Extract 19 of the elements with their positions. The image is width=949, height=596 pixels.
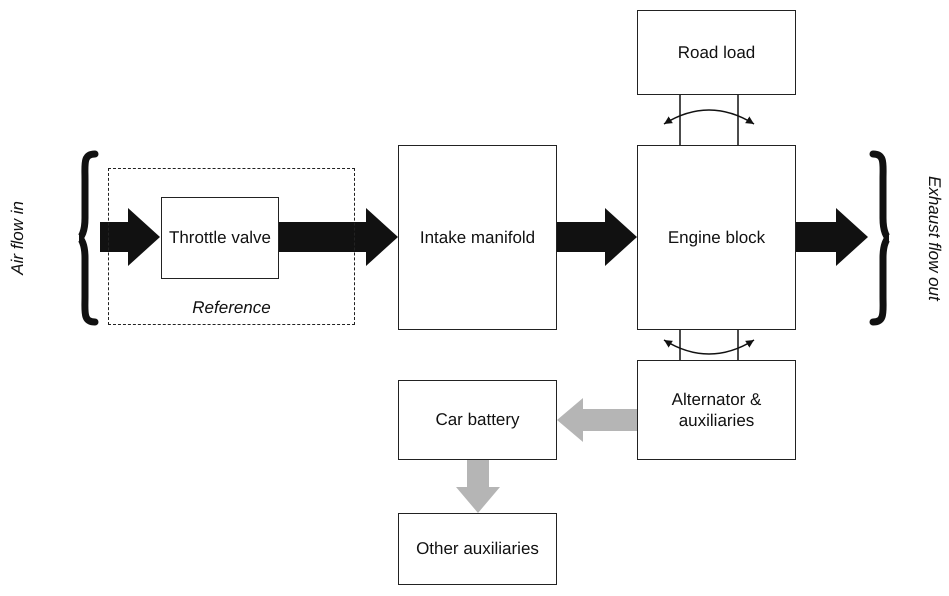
process-box: Throttle valve [161, 197, 279, 279]
reference-dashed-box [108, 168, 355, 325]
shaft-connector [679, 329, 739, 361]
block-arrow [456, 460, 500, 513]
process-box: Other auxiliaries [398, 513, 557, 585]
block-arrow [796, 208, 868, 266]
block-arrow [557, 208, 637, 266]
process-box: Alternator & auxiliaries [637, 360, 796, 460]
process-box: Car battery [398, 380, 557, 460]
process-box: Road load [637, 10, 796, 95]
flow-label: Exhaust flow out [924, 176, 944, 300]
flow-label: Air flow in [8, 201, 28, 275]
reference-label: Reference [192, 296, 271, 318]
process-box: Intake manifold [398, 145, 557, 330]
block-arrow [278, 208, 398, 266]
block-arrow [100, 208, 160, 266]
shaft-connector [679, 94, 739, 146]
process-box: Engine block [637, 145, 796, 330]
block-arrow [557, 398, 637, 442]
